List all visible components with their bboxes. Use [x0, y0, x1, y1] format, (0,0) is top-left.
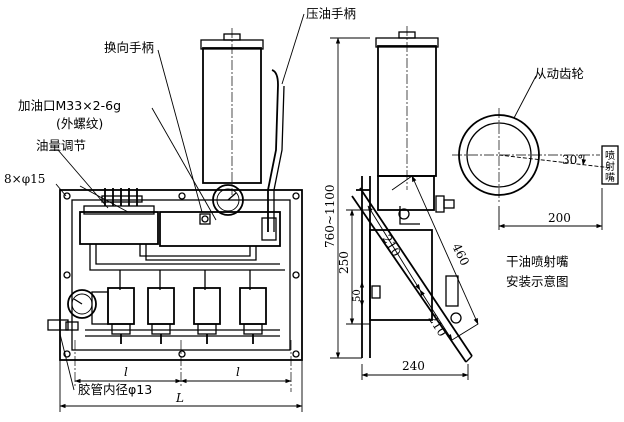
- hose-outlets: [47, 319, 254, 344]
- pressure-handle: [267, 69, 279, 232]
- distributor-block: [79, 188, 159, 245]
- front-dimensions: l l L: [59, 360, 303, 412]
- nozzle-label-char: 喷: [605, 150, 615, 162]
- dim-pitch-l-right: l: [236, 365, 240, 379]
- dim-460: 460: [449, 241, 472, 268]
- dim-width-240: 240: [402, 359, 425, 373]
- label-mount-holes: 8×φ15: [4, 172, 45, 186]
- nozzle-label-char: 射: [605, 161, 615, 173]
- piping: [85, 244, 285, 337]
- pressure-gauge-top: [212, 184, 244, 216]
- label-caption-1: 干油喷射嘴: [506, 254, 569, 269]
- base-plate-inner: [71, 199, 291, 351]
- front-leaders: [55, 13, 305, 391]
- label-pressure-handle: 压油手柄: [306, 6, 356, 21]
- oil-reservoir: [200, 28, 264, 195]
- dim-pitch-l-left: l: [124, 365, 128, 379]
- front-view: [47, 28, 303, 392]
- nozzle-box: [601, 145, 619, 185]
- mount-holes: [63, 192, 300, 358]
- dim-offset-200: 200: [548, 211, 571, 225]
- label-hose-bore: 胶管内径φ13: [78, 382, 152, 397]
- dim-height-250: 250: [337, 251, 351, 274]
- label-caption-2: 安装示意图: [506, 274, 569, 289]
- dim-height-range: 760~1100: [323, 185, 337, 249]
- base-plate: [59, 189, 303, 361]
- label-fill-port-thread: (外螺纹): [56, 116, 103, 131]
- label-nozzle-box: 喷射嘴: [605, 150, 615, 184]
- label-driven-gear: 从动齿轮: [534, 66, 584, 81]
- valve-units: [107, 287, 267, 335]
- label-fill-port: 加油口M33×2-6g: [18, 98, 121, 113]
- dim-50: 50: [352, 289, 363, 302]
- label-reversing-handle: 换向手柄: [104, 40, 154, 55]
- label-oil-adjust: 油量调节: [36, 138, 86, 153]
- side-view: [351, 26, 479, 363]
- nozzle-schematic: [452, 75, 619, 230]
- dim-210-upper: 210: [379, 232, 403, 259]
- dim-total-L: L: [175, 391, 184, 405]
- pressure-gauge-lower: [67, 289, 109, 325]
- pump-body: [159, 211, 281, 247]
- label-angle-30: 30°: [562, 153, 583, 167]
- nozzle-label-char: 嘴: [605, 172, 615, 184]
